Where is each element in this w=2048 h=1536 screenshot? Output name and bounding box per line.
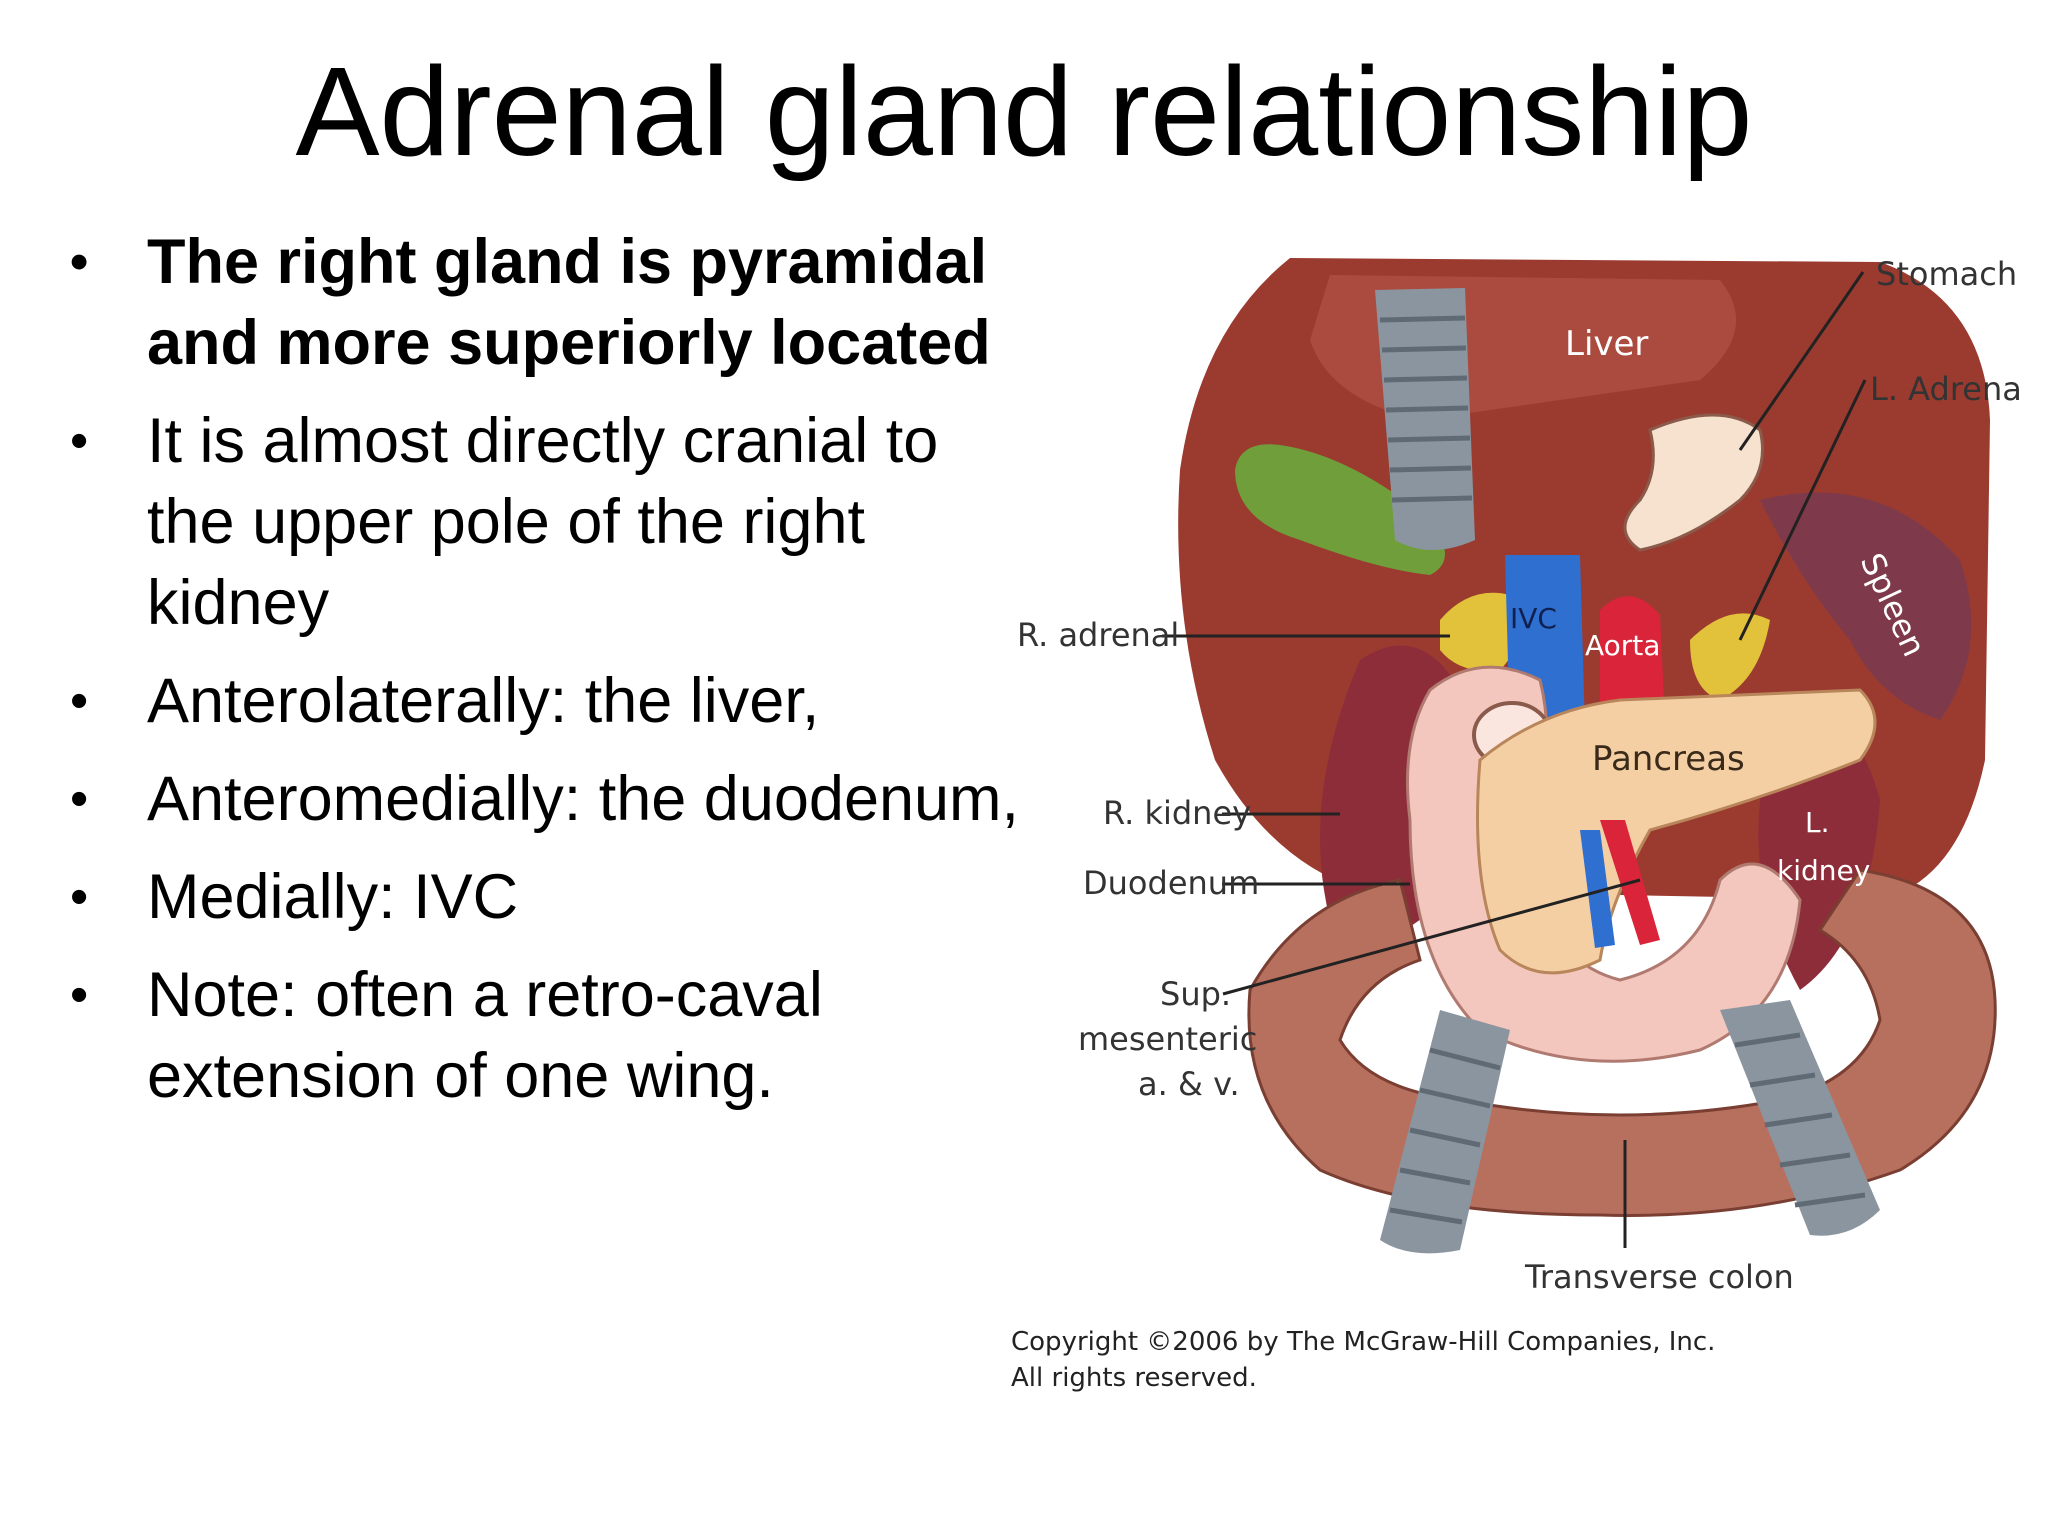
copyright-line-1: Copyright ©2006 by The McGraw-Hill Compa… bbox=[1011, 1327, 1716, 1357]
leader-lines bbox=[1162, 271, 1867, 1248]
bullet-dot: • bbox=[70, 672, 89, 730]
label-transverse-colon: Transverse colon bbox=[1524, 1258, 1794, 1296]
lower-right-retractor bbox=[1720, 1000, 1880, 1236]
label-l-kidney-line2: kidney bbox=[1777, 854, 1870, 887]
label-sup-mesenteric-line1: Sup. bbox=[1160, 975, 1231, 1013]
label-stomach: Stomach bbox=[1876, 255, 2017, 293]
stomach-shape bbox=[1623, 413, 1764, 552]
bullet-dot: • bbox=[70, 868, 89, 926]
label-liver: Liver bbox=[1565, 324, 1648, 364]
bullet-text: Note: often a retro-caval extension of o… bbox=[147, 960, 823, 1111]
bullet-text: Anterolaterally: the liver, bbox=[147, 666, 820, 736]
bullet-item: • The right gland is pyramidal and more s… bbox=[70, 222, 1020, 384]
spleen-shape bbox=[1760, 492, 1972, 720]
label-l-kidney-line1: L. bbox=[1805, 806, 1830, 839]
label-aorta: Aorta bbox=[1585, 629, 1660, 662]
label-ivc: IVC bbox=[1510, 602, 1557, 635]
gallbladder-shape bbox=[1235, 444, 1445, 575]
aorta-shape bbox=[1600, 596, 1665, 725]
bullet-text: It is almost directly cranial to the upp… bbox=[147, 406, 939, 638]
bullet-text: Anteromedially: the duodenum, bbox=[147, 764, 1020, 834]
slide-title: Adrenal gland relationship bbox=[295, 41, 1753, 182]
label-pancreas: Pancreas bbox=[1592, 739, 1745, 779]
label-sup-mesenteric-line3: a. & v. bbox=[1138, 1065, 1240, 1103]
bullet-item: • Note: often a retro-caval extension of … bbox=[70, 955, 1020, 1117]
bullet-dot: • bbox=[70, 233, 89, 291]
label-l-adrenal: L. Adrenal bbox=[1870, 370, 2020, 408]
bullet-dot: • bbox=[70, 770, 89, 828]
smv-vessel bbox=[1580, 830, 1615, 948]
left-adrenal-shape bbox=[1690, 613, 1770, 700]
label-duodenum: Duodenum bbox=[1083, 864, 1259, 902]
copyright-line-2: All rights reserved. bbox=[1011, 1363, 1257, 1393]
bullet-item: • Anteromedially: the duodenum, bbox=[70, 759, 1020, 840]
bullet-dot: • bbox=[70, 412, 89, 470]
bullet-item: • Anterolaterally: the liver, bbox=[70, 661, 1020, 742]
copyright-notice: Copyright ©2006 by The McGraw-Hill Compa… bbox=[1011, 1324, 1715, 1396]
label-r-kidney: R. kidney bbox=[1103, 794, 1251, 832]
bullet-text: Medially: IVC bbox=[147, 862, 519, 932]
anatomy-illustration: Liver IVC Aorta Pancreas L. kidney Splee… bbox=[1017, 255, 2020, 1296]
bullet-list: • The right gland is pyramidal and more s… bbox=[70, 222, 1020, 1134]
bullet-text: The right gland is pyramidal and more su… bbox=[147, 227, 991, 378]
right-adrenal-shape bbox=[1440, 592, 1518, 671]
label-r-adrenal: R. adrenal bbox=[1017, 616, 1179, 654]
label-sup-mesenteric-line2: mesenteric bbox=[1078, 1020, 1257, 1058]
lower-left-retractor bbox=[1380, 1010, 1510, 1254]
bullet-dot: • bbox=[70, 966, 89, 1024]
upper-retractor bbox=[1375, 288, 1475, 550]
bullet-item: • It is almost directly cranial to the up… bbox=[70, 401, 1020, 644]
pancreas-shape bbox=[1476, 688, 1877, 975]
bullet-item: • Medially: IVC bbox=[70, 857, 1020, 938]
